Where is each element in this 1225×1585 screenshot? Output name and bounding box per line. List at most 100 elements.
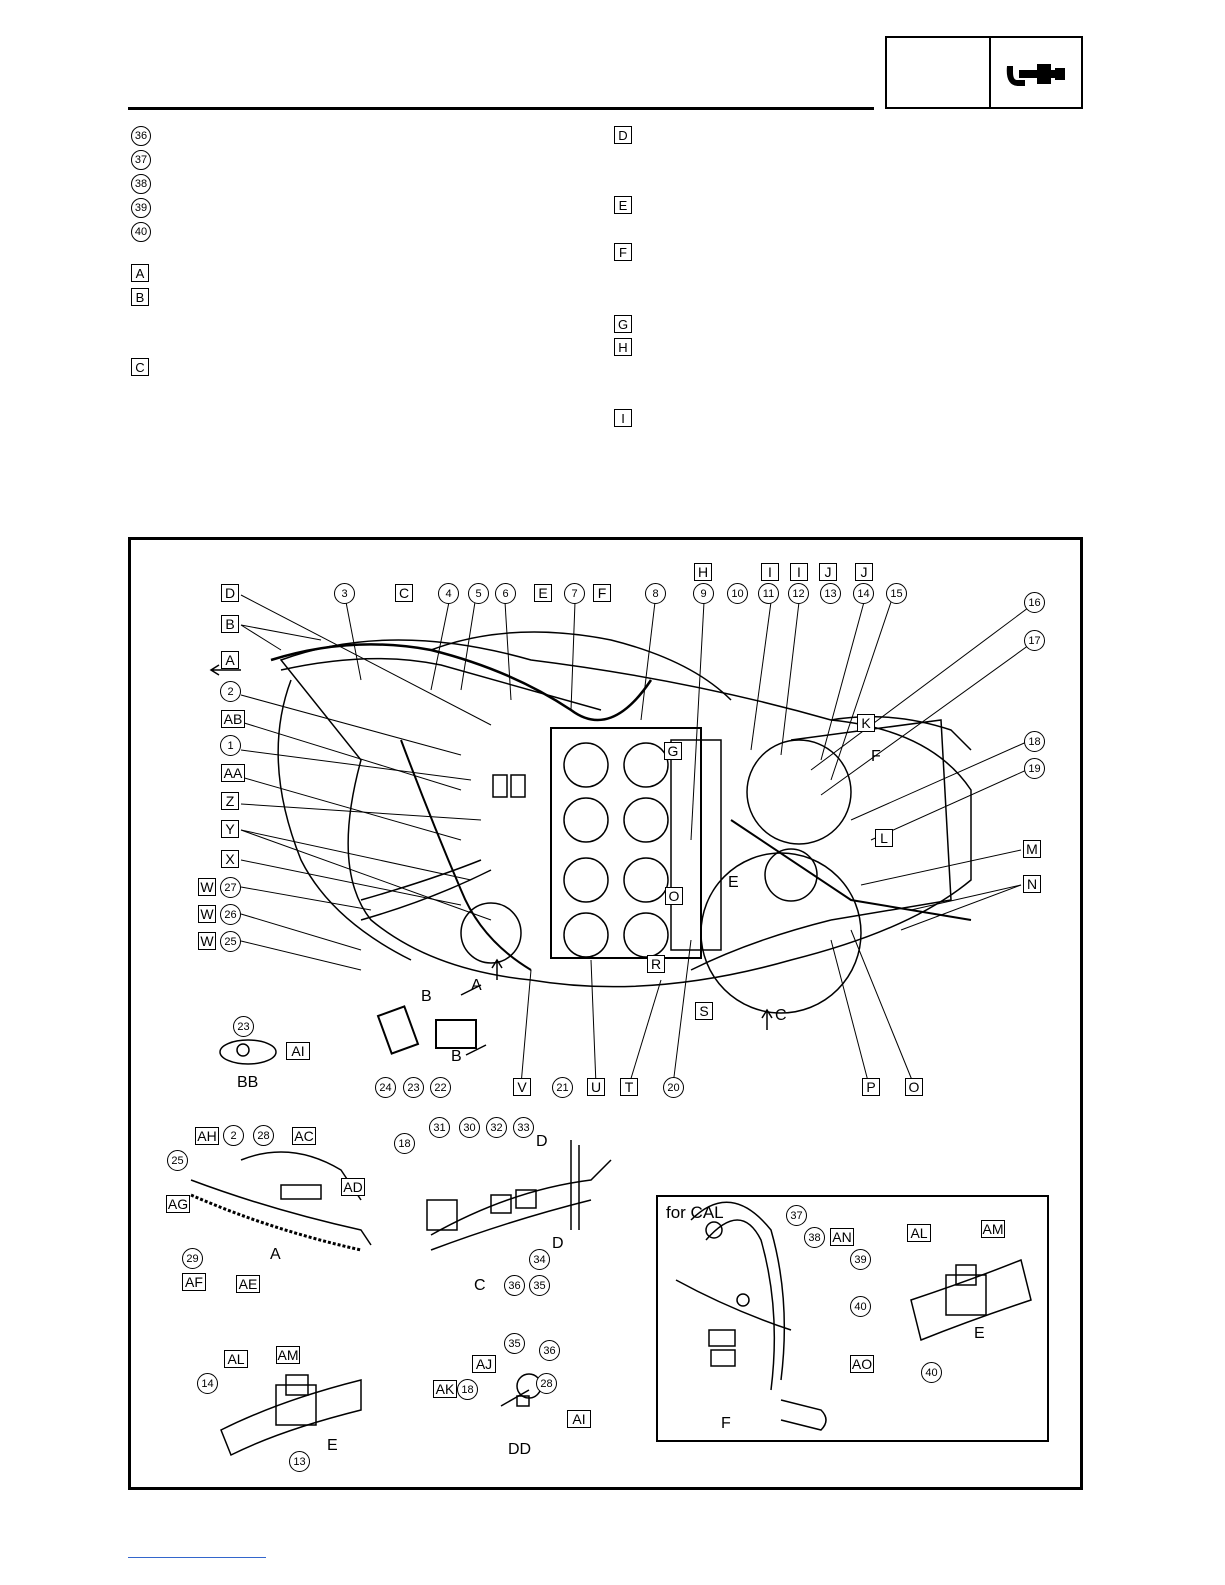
bb-num-23: 23: [233, 1016, 254, 1037]
detail-e2-caption: E: [974, 1325, 985, 1342]
detail-c-num-32: 32: [486, 1117, 507, 1138]
cal-inset: for CAL: [656, 1195, 1049, 1442]
fig-view-e: E: [728, 874, 739, 891]
fig-num-16: 16: [1024, 592, 1045, 613]
footer-link-underline: [128, 1557, 266, 1558]
fig-num-7: 7: [564, 583, 585, 604]
detail-c-num-18: 18: [394, 1133, 415, 1154]
detail-dd-box-aj: AJ: [472, 1355, 496, 1373]
detail-e2-box-al: AL: [907, 1224, 931, 1242]
detail-dd-num-35: 35: [504, 1333, 525, 1354]
fig-num-8: 8: [645, 583, 666, 604]
legend-num-37: 37: [131, 150, 151, 170]
detail-a-box-af: AF: [182, 1273, 206, 1291]
detail-e2-num-40: 40: [921, 1362, 942, 1383]
section-badge: [885, 36, 1083, 109]
fig-num-22: 22: [430, 1077, 451, 1098]
detail-c-num-33: 33: [513, 1117, 534, 1138]
detail-a-num-28: 28: [253, 1125, 274, 1146]
fig-num-20: 20: [663, 1077, 684, 1098]
cal-box-ao: AO: [850, 1355, 874, 1373]
detail-a-num-2: 2: [223, 1125, 244, 1146]
detail-a-box-ag: AG: [166, 1195, 190, 1213]
fig-box-t: T: [620, 1078, 638, 1096]
detail-c-caption: C: [474, 1277, 486, 1294]
detail-a-num-25: 25: [167, 1150, 188, 1171]
detail-a-box-ad: AD: [341, 1178, 365, 1196]
fig-box-f: F: [593, 584, 611, 602]
fig-box-n: N: [1023, 875, 1041, 893]
legend-box-g: G: [614, 315, 632, 333]
fig-num-13: 13: [820, 583, 841, 604]
fig-num-25: 25: [220, 931, 241, 952]
fig-box-i-2: I: [790, 563, 808, 581]
cal-num-39: 39: [850, 1249, 871, 1270]
detail-dd-caption: DD: [508, 1441, 532, 1458]
detail-a-box-ac: AC: [292, 1127, 316, 1145]
detail-c-letter-d-1: D: [536, 1133, 548, 1150]
wiring-drawing: [190, 594, 1037, 1457]
fig-view-c: C: [775, 1007, 787, 1024]
fig-num-6: 6: [495, 583, 516, 604]
legend-box-d: D: [614, 126, 632, 144]
legend-num-38: 38: [131, 174, 151, 194]
fig-view-b-1: B: [421, 988, 432, 1005]
detail-dd-box-ak: AK: [433, 1380, 457, 1398]
fig-view-f: F: [871, 748, 881, 765]
fig-box-m: M: [1023, 840, 1041, 858]
bb-caption: BB: [237, 1074, 259, 1091]
fig-box-w-2: W: [198, 905, 216, 923]
fig-box-y: Y: [221, 820, 239, 838]
detail-c-num-36: 36: [504, 1275, 525, 1296]
fig-num-19: 19: [1024, 758, 1045, 779]
fig-box-p: P: [862, 1078, 880, 1096]
legend-num-39: 39: [131, 198, 151, 218]
fig-box-v: V: [513, 1078, 531, 1096]
detail-e1-box-am: AM: [276, 1346, 300, 1364]
fig-box-w-1: W: [198, 878, 216, 896]
cal-box-an: AN: [830, 1228, 854, 1246]
fig-num-4: 4: [438, 583, 459, 604]
fig-box-r: R: [647, 955, 665, 973]
legend-box-c: C: [131, 358, 149, 376]
legend-box-a: A: [131, 264, 149, 282]
fig-box-o-inner: O: [665, 887, 683, 905]
cal-inset-title: for CAL: [666, 1203, 724, 1222]
fig-num-11: 11: [758, 583, 779, 604]
detail-c-letter-d-2: D: [552, 1235, 564, 1252]
detail-dd-num-36: 36: [539, 1340, 560, 1361]
legend-box-f: F: [614, 243, 632, 261]
legend-left: 36 37 38 39 40 A B C: [131, 126, 151, 382]
fig-box-x: X: [221, 850, 239, 868]
fig-num-14: 14: [853, 583, 874, 604]
legend-num-40: 40: [131, 222, 151, 242]
fig-box-u: U: [587, 1078, 605, 1096]
fig-box-e: E: [534, 584, 552, 602]
fig-num-18: 18: [1024, 731, 1045, 752]
detail-c-num-34: 34: [529, 1249, 550, 1270]
fig-box-j-1: J: [819, 563, 837, 581]
fig-num-21: 21: [552, 1077, 573, 1098]
fig-num-9: 9: [693, 583, 714, 604]
legend-box-e: E: [614, 196, 632, 214]
fig-box-b: B: [221, 615, 239, 633]
detail-e1-caption: E: [327, 1437, 338, 1454]
legend-box-i: I: [614, 409, 632, 427]
fig-num-10: 10: [727, 583, 748, 604]
detail-c-num-30: 30: [459, 1117, 480, 1138]
fig-box-j-2: J: [855, 563, 873, 581]
detail-e1-num-14: 14: [197, 1373, 218, 1394]
cal-num-38: 38: [804, 1227, 825, 1248]
fig-box-h: H: [694, 563, 712, 581]
fig-box-aa: AA: [221, 764, 245, 782]
fig-box-a: A: [221, 651, 239, 669]
fig-num-24: 24: [375, 1077, 396, 1098]
legend-box-h: H: [614, 338, 632, 356]
fig-num-17: 17: [1024, 630, 1045, 651]
bb-box-ai: AI: [286, 1042, 310, 1060]
detail-e1-box-al: AL: [224, 1350, 248, 1368]
fig-box-w-3: W: [198, 932, 216, 950]
fig-box-c: C: [395, 584, 413, 602]
fig-box-d: D: [221, 584, 239, 602]
fig-box-g: G: [664, 742, 682, 760]
